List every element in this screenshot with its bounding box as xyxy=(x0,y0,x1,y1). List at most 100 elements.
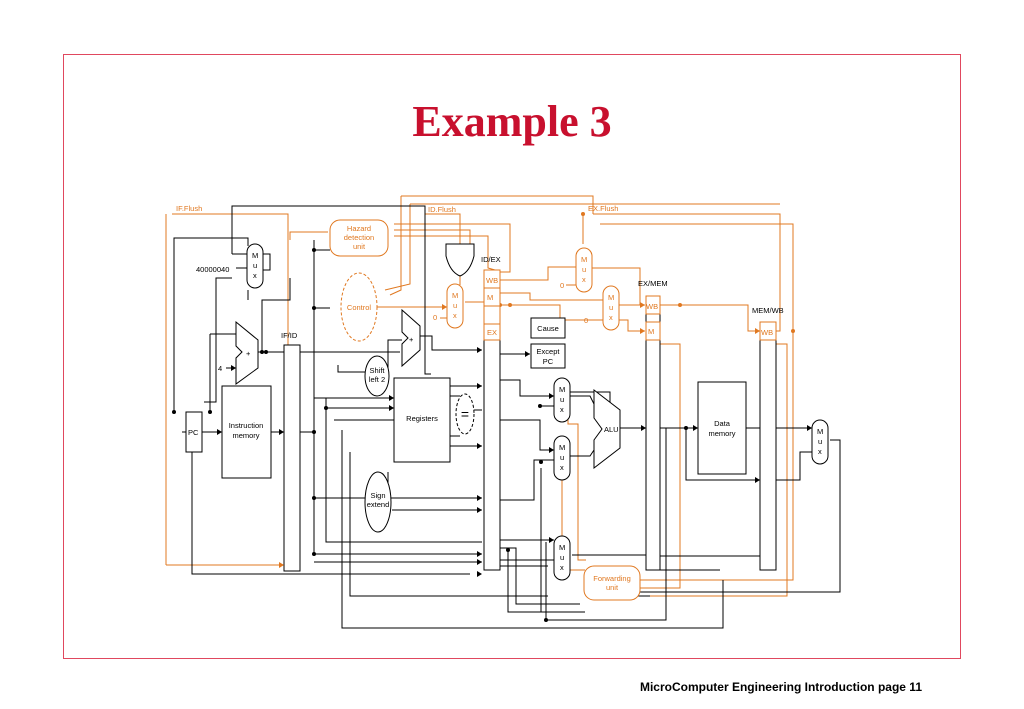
svg-text:Control: Control xyxy=(347,303,372,312)
control-unit: Control xyxy=(340,272,378,342)
svg-text:=: = xyxy=(461,406,469,422)
svg-text:x: x xyxy=(253,271,257,280)
arrowheads-control xyxy=(279,302,760,568)
branch-adder: + xyxy=(401,308,421,368)
control-mux-zero: 0 xyxy=(433,313,437,322)
svg-text:PC: PC xyxy=(543,357,554,366)
hazard-detection-unit: Hazard detection unit xyxy=(329,219,389,257)
svg-text:Sign: Sign xyxy=(370,491,385,500)
cause-register: Cause xyxy=(530,317,566,339)
svg-text:EX: EX xyxy=(487,328,497,337)
svg-text:Hazard: Hazard xyxy=(347,224,371,233)
svg-text:Cause: Cause xyxy=(537,324,559,333)
shift-left-2: Shift left 2 xyxy=(364,355,390,397)
constant-four-label: 4 xyxy=(218,364,222,373)
svg-text:extend: extend xyxy=(367,500,390,509)
alu-mux-a: M u x xyxy=(553,377,571,423)
svg-text:unit: unit xyxy=(606,583,619,592)
except-pc-register: Except PC xyxy=(530,343,566,369)
svg-text:M: M xyxy=(817,427,823,436)
svg-text:M: M xyxy=(559,443,565,452)
ifid-register xyxy=(283,344,301,572)
svg-text:u: u xyxy=(453,301,457,310)
svg-text:Data: Data xyxy=(714,419,731,428)
junction-dots-control xyxy=(498,212,795,333)
svg-text:x: x xyxy=(560,405,564,414)
datapath-wires xyxy=(173,205,841,629)
ifid-label: IF/ID xyxy=(281,331,298,340)
exmem-register: WB M xyxy=(645,295,661,571)
svg-text:u: u xyxy=(818,437,822,446)
svg-text:M: M xyxy=(452,291,458,300)
svg-text:x: x xyxy=(560,463,564,472)
svg-text:x: x xyxy=(560,563,564,572)
svg-text:M: M xyxy=(559,385,565,394)
exception-address-label: 40000040 xyxy=(196,265,229,274)
if-flush-label: IF.Flush xyxy=(176,204,202,213)
svg-text:+: + xyxy=(409,335,414,344)
svg-text:u: u xyxy=(582,265,586,274)
pc-source-mux: M u x xyxy=(246,243,264,289)
alu: ALU xyxy=(593,388,621,470)
svg-text:Except: Except xyxy=(537,347,561,356)
svg-text:u: u xyxy=(560,395,564,404)
svg-text:WB: WB xyxy=(761,328,773,337)
svg-text:M: M xyxy=(252,251,258,260)
svg-text:x: x xyxy=(582,275,586,284)
svg-text:x: x xyxy=(818,447,822,456)
svg-text:WB: WB xyxy=(646,302,658,311)
svg-text:u: u xyxy=(253,261,257,270)
svg-text:M: M xyxy=(581,255,587,264)
instruction-memory: Instruction memory xyxy=(221,385,272,479)
svg-text:Forwarding: Forwarding xyxy=(593,574,631,583)
svg-text:Instruction: Instruction xyxy=(229,421,264,430)
svg-text:u: u xyxy=(609,303,613,312)
svg-text:unit: unit xyxy=(353,242,366,251)
pc-register: PC xyxy=(185,411,203,453)
svg-text:memory: memory xyxy=(708,429,735,438)
id-flush-label: ID.Flush xyxy=(428,205,456,214)
data-memory: Data memory xyxy=(697,381,747,475)
svg-text:memory: memory xyxy=(232,431,259,440)
alu-mux-b: M u x xyxy=(553,435,571,481)
svg-text:u: u xyxy=(560,553,564,562)
ex-mux-bottom-zero: 0 xyxy=(584,316,588,325)
svg-text:M: M xyxy=(608,293,614,302)
svg-text:left 2: left 2 xyxy=(369,375,385,384)
arrowheads xyxy=(217,347,812,577)
control-paths xyxy=(165,195,794,597)
svg-text:M: M xyxy=(559,543,565,552)
ex-flush-mux-m: M u x xyxy=(602,285,620,331)
svg-text:+: + xyxy=(246,349,251,358)
svg-text:x: x xyxy=(609,313,613,322)
ex-flush-mux-wb: M u x xyxy=(575,247,593,293)
sign-extend: Sign extend xyxy=(364,471,392,533)
forwarding-unit: Forwarding unit xyxy=(583,565,641,601)
svg-text:PC: PC xyxy=(188,428,199,437)
flush-or-gate xyxy=(445,243,475,277)
svg-text:M: M xyxy=(487,293,493,302)
pc-adder: + xyxy=(235,320,259,385)
svg-text:Shift: Shift xyxy=(369,366,385,375)
svg-text:u: u xyxy=(560,453,564,462)
exmem-label: EX/MEM xyxy=(638,279,668,288)
control-mux: M u x xyxy=(446,283,464,329)
write-register-mux: M u x xyxy=(553,535,571,581)
svg-text:ALU: ALU xyxy=(604,425,619,434)
writeback-mux: M u x xyxy=(811,419,829,465)
svg-text:detection: detection xyxy=(344,233,374,242)
svg-text:M: M xyxy=(648,327,654,336)
if-flush-line xyxy=(172,213,289,345)
idex-label: ID/EX xyxy=(481,255,501,264)
equality-comparator: = xyxy=(455,393,475,435)
svg-text:WB: WB xyxy=(486,276,498,285)
slide-frame xyxy=(63,54,961,659)
ex-flush-label: EX.Flush xyxy=(588,204,618,213)
slide-title: Example 3 xyxy=(412,97,612,146)
memwb-register: WB xyxy=(759,321,777,571)
ex-mux-top-zero: 0 xyxy=(560,281,564,290)
id-flush-line xyxy=(425,213,461,244)
svg-text:x: x xyxy=(453,311,457,320)
svg-text:Registers: Registers xyxy=(406,414,438,423)
